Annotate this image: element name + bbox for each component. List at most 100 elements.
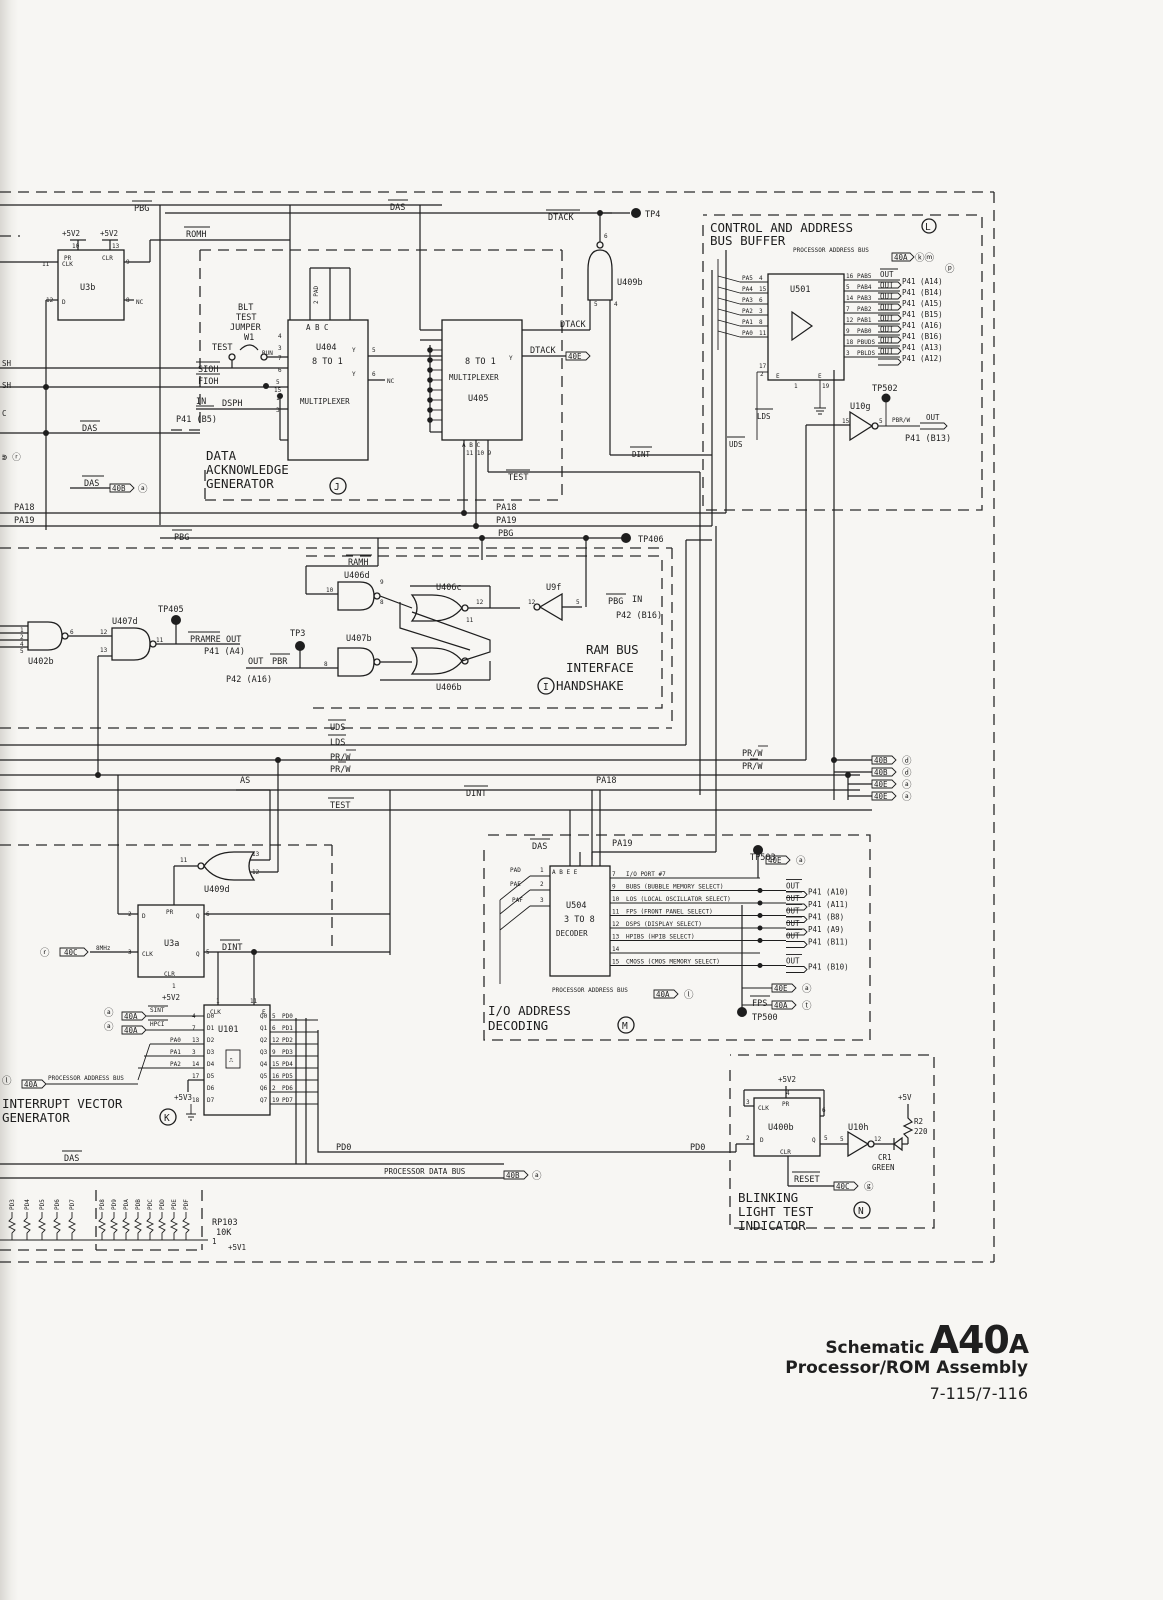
svg-text:PA18: PA18	[596, 776, 616, 786]
svg-text:W1: W1	[244, 333, 254, 343]
svg-text:NC: NC	[136, 299, 144, 306]
svg-text:15: 15	[272, 1061, 280, 1068]
svg-text:4: 4	[786, 1090, 790, 1097]
u407b-gate	[337, 647, 375, 677]
svg-text:Q2: Q2	[260, 1037, 268, 1044]
u10h-buffer	[847, 1130, 870, 1158]
svg-text:TP405: TP405	[158, 605, 184, 615]
svg-text:+5V3: +5V3	[174, 1093, 192, 1102]
svg-text:13: 13	[192, 1037, 200, 1044]
u101-output-signal: PD0	[282, 1013, 293, 1020]
svg-text:IN: IN	[196, 397, 206, 407]
svg-text:12: 12	[846, 317, 854, 324]
svg-text:4: 4	[759, 275, 763, 282]
svg-text:5: 5	[824, 1135, 828, 1142]
svg-text:A B C: A B C	[306, 323, 329, 332]
svg-text:2: 2	[760, 371, 764, 378]
decoder-output-dest: P41 (B8)	[808, 913, 844, 922]
svg-text:Q1: Q1	[260, 1025, 268, 1032]
svg-text:OUT: OUT	[786, 932, 800, 941]
svg-text:9: 9	[272, 1049, 276, 1056]
svg-text:CLR: CLR	[102, 255, 113, 262]
svg-text:12: 12	[272, 1037, 280, 1044]
svg-text:8MHz: 8MHz	[96, 945, 111, 952]
svg-text:U409d: U409d	[204, 885, 230, 895]
svg-text:+5V: +5V	[898, 1093, 912, 1102]
svg-text:U407b: U407b	[346, 634, 372, 644]
svg-text:E: E	[776, 373, 780, 380]
svg-text:P42 (A16): P42 (A16)	[226, 675, 272, 685]
svg-text:Q: Q	[196, 951, 200, 958]
svg-text:5: 5	[846, 284, 850, 291]
svg-text:D7: D7	[207, 1097, 215, 1104]
svg-text:40B: 40B	[112, 484, 126, 493]
svg-text:2: 2	[272, 1085, 276, 1092]
status-offpage-connector	[871, 767, 897, 777]
svg-text:LDS: LDS	[757, 412, 771, 421]
svg-text:TEST: TEST	[212, 343, 232, 353]
u9f-buffer	[538, 592, 563, 622]
svg-text:ⓐ: ⓐ	[532, 1171, 542, 1182]
svg-text:M: M	[622, 1021, 628, 1032]
u101-output-signal: PD3	[282, 1049, 293, 1056]
pullup-signal: PDD	[159, 1199, 166, 1210]
svg-text:2: 2	[746, 1135, 750, 1142]
decoder-output-signal: LOS (LOCAL OSCILLATOR SELECT)	[626, 896, 731, 903]
svg-text:Q6: Q6	[260, 1085, 268, 1092]
svg-text:ⓖ: ⓖ	[864, 1182, 874, 1193]
svg-text:3: 3	[278, 345, 282, 352]
address-bus-lines: PA18 PA19 PA18 PA19 PBG PBG TP406	[0, 250, 727, 560]
svg-text:11: 11	[42, 261, 50, 268]
u101-output-signal: PD1	[282, 1025, 293, 1032]
svg-text:U3a: U3a	[164, 939, 179, 949]
svg-text:40A: 40A	[124, 1012, 138, 1021]
svg-text:ⓣ: ⓣ	[802, 1001, 812, 1012]
svg-text:14: 14	[192, 1061, 200, 1068]
svg-text:D6: D6	[207, 1085, 215, 1092]
svg-text:PR/W: PR/W	[330, 753, 351, 763]
svg-text:40B: 40B	[874, 756, 888, 765]
svg-text:4: 4	[278, 333, 282, 340]
svg-text:OUT: OUT	[880, 292, 894, 301]
svg-text:Q5: Q5	[260, 1073, 268, 1080]
svg-text:U405: U405	[468, 394, 488, 404]
svg-text:+5V2: +5V2	[62, 229, 80, 238]
svg-text:TP502: TP502	[872, 384, 898, 394]
svg-text:3: 3	[846, 350, 850, 357]
svg-text:3 TO 8: 3 TO 8	[564, 915, 595, 925]
svg-text:INTERFACE: INTERFACE	[566, 660, 634, 675]
svg-text:U504: U504	[566, 901, 586, 911]
svg-text:Y: Y	[352, 347, 356, 354]
svg-text:ⓐ: ⓐ	[138, 484, 148, 495]
u406c-gate	[410, 594, 463, 622]
svg-text:OUT: OUT	[786, 919, 800, 928]
svg-text:P41 (B13): P41 (B13)	[905, 434, 951, 444]
pullup-signal: PDB	[135, 1199, 142, 1210]
svg-text:6: 6	[822, 1107, 826, 1114]
offpage-40a	[891, 252, 915, 262]
svg-text:17: 17	[192, 1073, 200, 1080]
svg-text:16: 16	[846, 273, 854, 280]
svg-text:2 PAD: 2 PAD	[313, 286, 320, 304]
u101-output-signal: PD5	[282, 1073, 293, 1080]
u101-output-signal: PD6	[282, 1085, 293, 1092]
svg-text:12: 12	[100, 629, 108, 636]
svg-text:D: D	[142, 913, 146, 920]
svg-text:Q: Q	[196, 913, 200, 920]
pullup-signal: PDE	[171, 1199, 178, 1210]
svg-text:DAS: DAS	[64, 1154, 79, 1164]
buffer-input-label: PA2	[742, 308, 753, 315]
pullup-signal: PD8	[99, 1199, 106, 1210]
svg-text:12: 12	[612, 921, 620, 928]
svg-text:TEST: TEST	[508, 473, 528, 483]
svg-text:6: 6	[278, 367, 282, 374]
svg-text:1: 1	[276, 395, 280, 402]
svg-text:J: J	[334, 482, 340, 493]
svg-text:1: 1	[20, 627, 24, 634]
pullup-signal: PD5	[39, 1199, 46, 1210]
u501-chip	[767, 273, 845, 381]
svg-text:CR1: CR1	[878, 1153, 892, 1162]
decoder-output-dest: P41 (B11)	[808, 938, 849, 947]
svg-text:GENERATOR: GENERATOR	[2, 1110, 70, 1125]
svg-text:ⓐ: ⓐ	[802, 984, 812, 995]
